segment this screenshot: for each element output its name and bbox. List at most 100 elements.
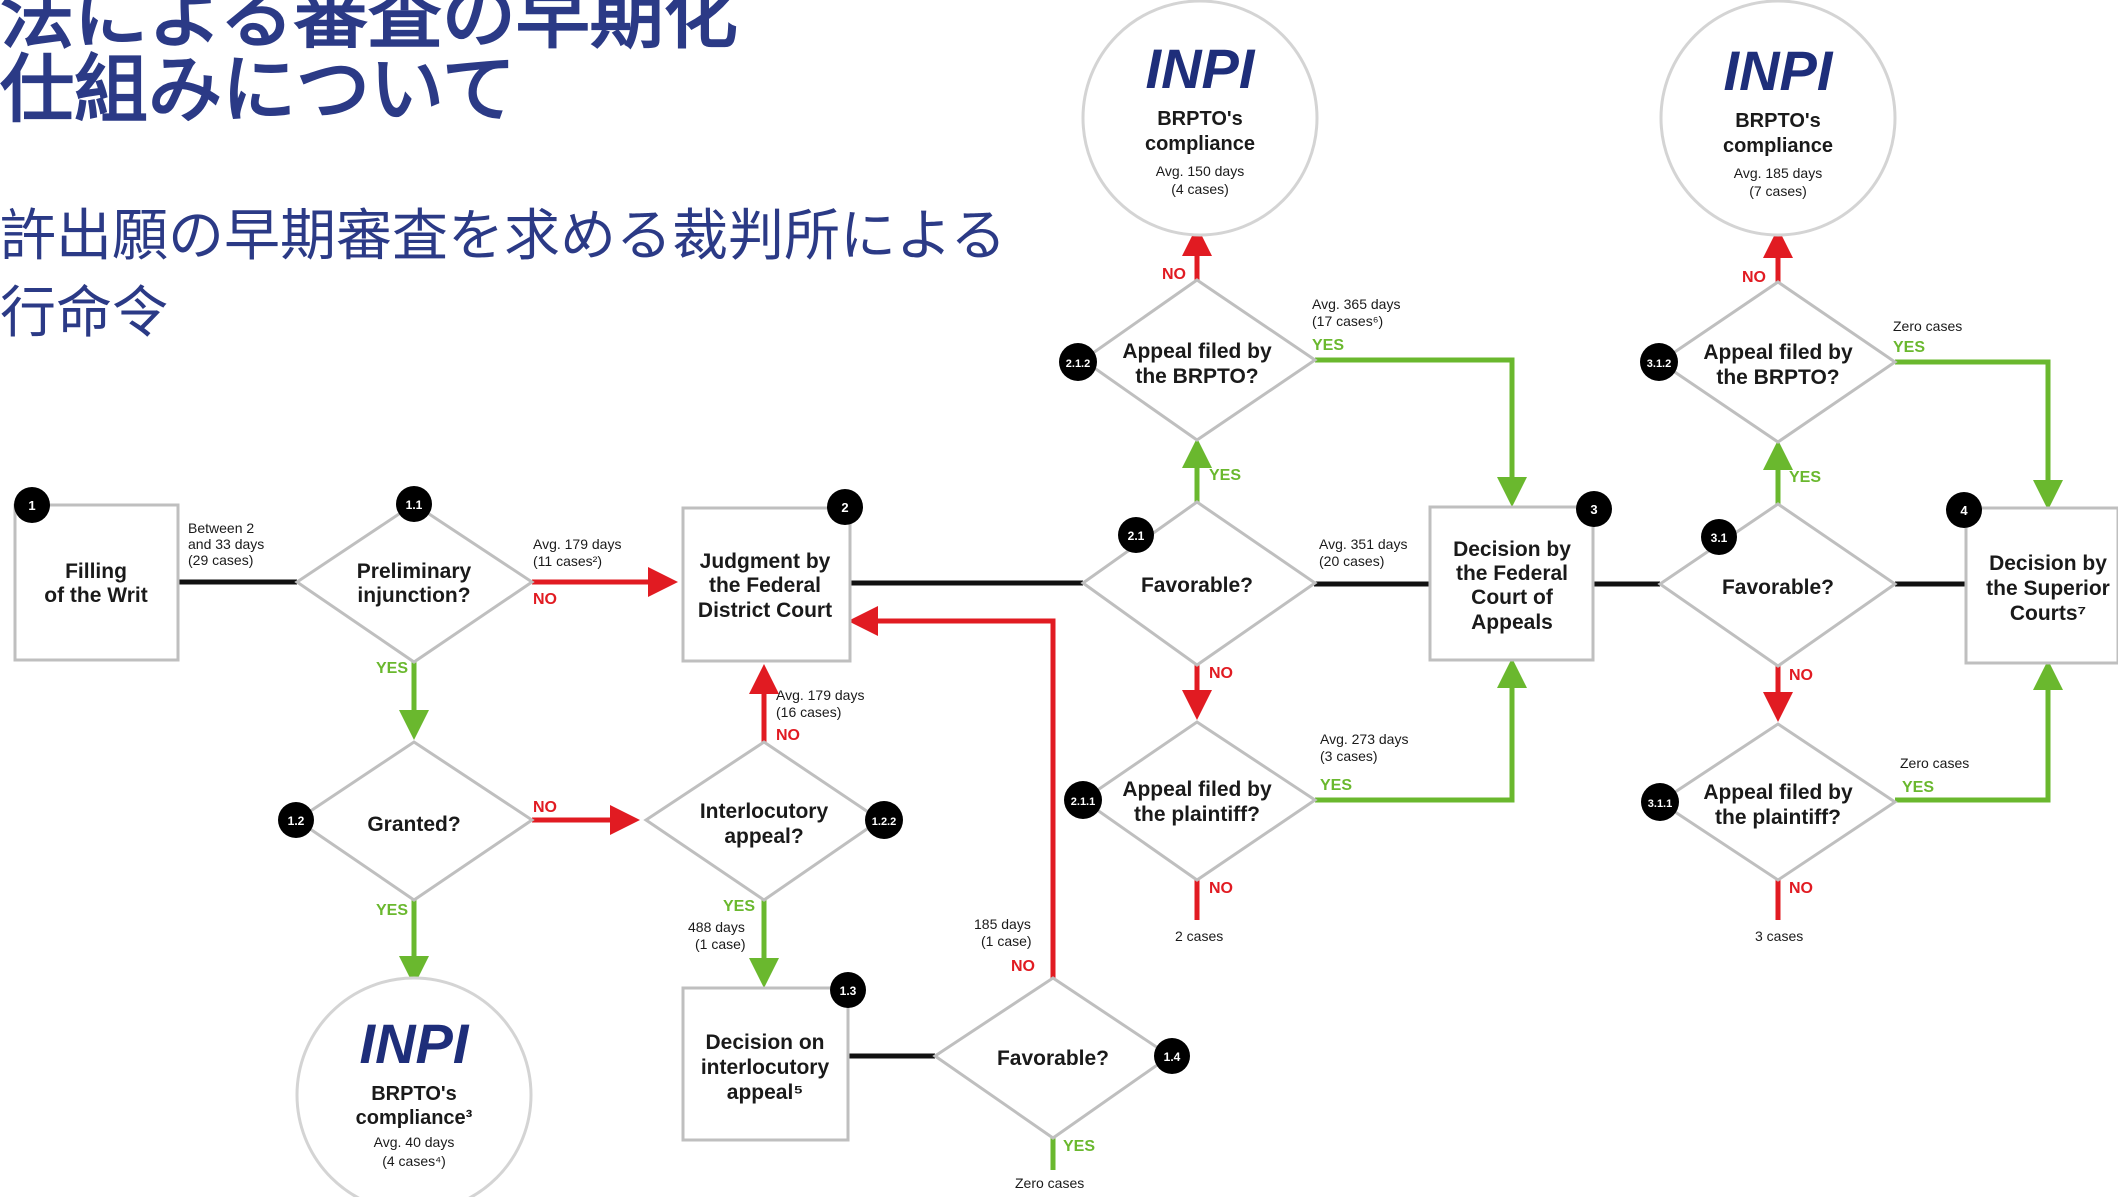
decision-3-1-1 — [1657, 722, 1898, 882]
inpi-circle-2 — [1081, 0, 1319, 237]
svg-text:3.1: 3.1 — [1711, 531, 1728, 545]
badge-2-1-2: 2.1.2 — [1059, 343, 1097, 381]
svg-text:3: 3 — [1590, 502, 1597, 517]
yes-label-1-2-2: YES — [723, 898, 755, 915]
black-connectors — [178, 579, 1966, 1059]
no-label-1-4: NO — [1011, 958, 1035, 975]
decision-1-4 — [932, 976, 1173, 1140]
inpi-logo-1: INPI — [360, 1012, 470, 1075]
decision-2-1-2 — [1080, 278, 1318, 442]
note-avg179-b: Avg. 179 days(16 cases) — [776, 687, 864, 720]
page-subtitle-line2: 行命令 — [0, 281, 168, 346]
yes-label-3-1-1: YES — [1902, 779, 1934, 796]
yes-label-1-4: YES — [1063, 1138, 1095, 1155]
svg-text:1.2: 1.2 — [288, 814, 305, 828]
note-185-days: 185 days(1 case) — [974, 916, 1032, 949]
note-488-days: 488 days(1 case) — [688, 919, 746, 952]
note-zero-cases-3-1-2: Zero cases — [1893, 318, 1962, 334]
badge-2: 2 — [827, 489, 863, 525]
svg-text:1.4: 1.4 — [1164, 1050, 1181, 1064]
inpi-circle-1-note: Avg. 40 days(4 cases⁴) — [374, 1134, 455, 1169]
inpi-logo-2: INPI — [1146, 37, 1256, 100]
decision-2-1-1 — [1080, 720, 1318, 882]
decision-1-2 — [294, 740, 535, 902]
badge-1-2: 1.2 — [278, 802, 314, 838]
svg-text:3.1.2: 3.1.2 — [1647, 358, 1671, 370]
inpi-logo-3: INPI — [1724, 39, 1834, 102]
badge-1-2-2: 1.2.2 — [865, 801, 903, 839]
yes-label-2-1: YES — [1209, 467, 1241, 484]
badge-2-1: 2.1 — [1118, 517, 1154, 553]
node-box-1-3 — [681, 986, 850, 1142]
inpi-circle-3-note: Avg. 185 days(7 cases) — [1734, 165, 1822, 199]
decision-3-1-2 — [1657, 280, 1898, 444]
green-arrows — [399, 357, 2063, 1170]
decision-1-1 — [294, 502, 535, 664]
badge-1-4: 1.4 — [1154, 1038, 1190, 1074]
inpi-circle-2-note: Avg. 150 days(4 cases) — [1156, 163, 1244, 197]
svg-text:2.1.2: 2.1.2 — [1066, 358, 1090, 370]
note-avg365: Avg. 365 days(17 cases⁶) — [1312, 296, 1400, 329]
svg-text:1.2.2: 1.2.2 — [872, 816, 896, 828]
yes-label-3-1-2: YES — [1893, 339, 1925, 356]
badge-1-1: 1.1 — [396, 486, 432, 522]
no-label-3-1-2: NO — [1742, 269, 1766, 286]
badge-3-1-1: 3.1.1 — [1641, 783, 1679, 821]
inpi-circle-1 — [295, 976, 533, 1197]
red-arrows — [532, 226, 1793, 978]
node-1-2-label: Granted? — [367, 813, 460, 836]
note-3-cases: 3 cases — [1755, 928, 1803, 944]
no-label-2-1-2: NO — [1162, 266, 1186, 283]
no-label-3-1-1: NO — [1789, 880, 1813, 897]
page-title-line2: 仕組みについて — [0, 47, 516, 133]
no-label-1-1: NO — [533, 591, 557, 608]
inpi-circle-3 — [1659, 0, 1897, 237]
node-box-3 — [1428, 505, 1595, 662]
svg-text:1: 1 — [28, 498, 35, 513]
note-zero-cases-3-1-1: Zero cases — [1900, 755, 1969, 771]
no-label-3-1: NO — [1789, 667, 1813, 684]
page-subtitle-line1: 許出願の早期審査を求める裁判所による — [0, 204, 1007, 269]
page-title-line1: 法による審査の早期化 — [0, 0, 738, 59]
no-label-2-1-1: NO — [1209, 880, 1233, 897]
yes-label-2-1-1: YES — [1320, 777, 1352, 794]
note-zero-cases-1-4: Zero cases — [1015, 1175, 1084, 1191]
node-2-1-label: Favorable? — [1141, 574, 1253, 597]
badge-1-3: 1.3 — [830, 972, 866, 1008]
no-label-1-2: NO — [533, 799, 557, 816]
svg-text:1.3: 1.3 — [840, 984, 857, 998]
svg-text:3.1.1: 3.1.1 — [1648, 798, 1672, 810]
node-box-1 — [13, 503, 180, 662]
note-avg179-a: Avg. 179 days(11 cases²) — [533, 536, 621, 569]
badge-1: 1 — [14, 487, 50, 523]
svg-text:2.1: 2.1 — [1128, 529, 1145, 543]
svg-text:2: 2 — [841, 500, 848, 515]
badge-4: 4 — [1946, 492, 1982, 528]
note-avg351: Avg. 351 days(20 cases) — [1319, 536, 1407, 569]
badge-2-1-1: 2.1.1 — [1064, 781, 1102, 819]
no-label-2-1: NO — [1209, 665, 1233, 682]
node-1-4-label: Favorable? — [997, 1047, 1109, 1070]
decision-1-2-2 — [643, 740, 883, 902]
yes-label-1-1: YES — [376, 660, 408, 677]
badge-3: 3 — [1576, 491, 1612, 527]
node-3-1-label: Favorable? — [1722, 576, 1834, 599]
badge-3-1: 3.1 — [1701, 519, 1737, 555]
yes-label-3-1: YES — [1789, 469, 1821, 486]
yes-label-2-1-2: YES — [1312, 337, 1344, 354]
node-box-2 — [681, 506, 852, 663]
no-label-1-2-2: NO — [776, 727, 800, 744]
